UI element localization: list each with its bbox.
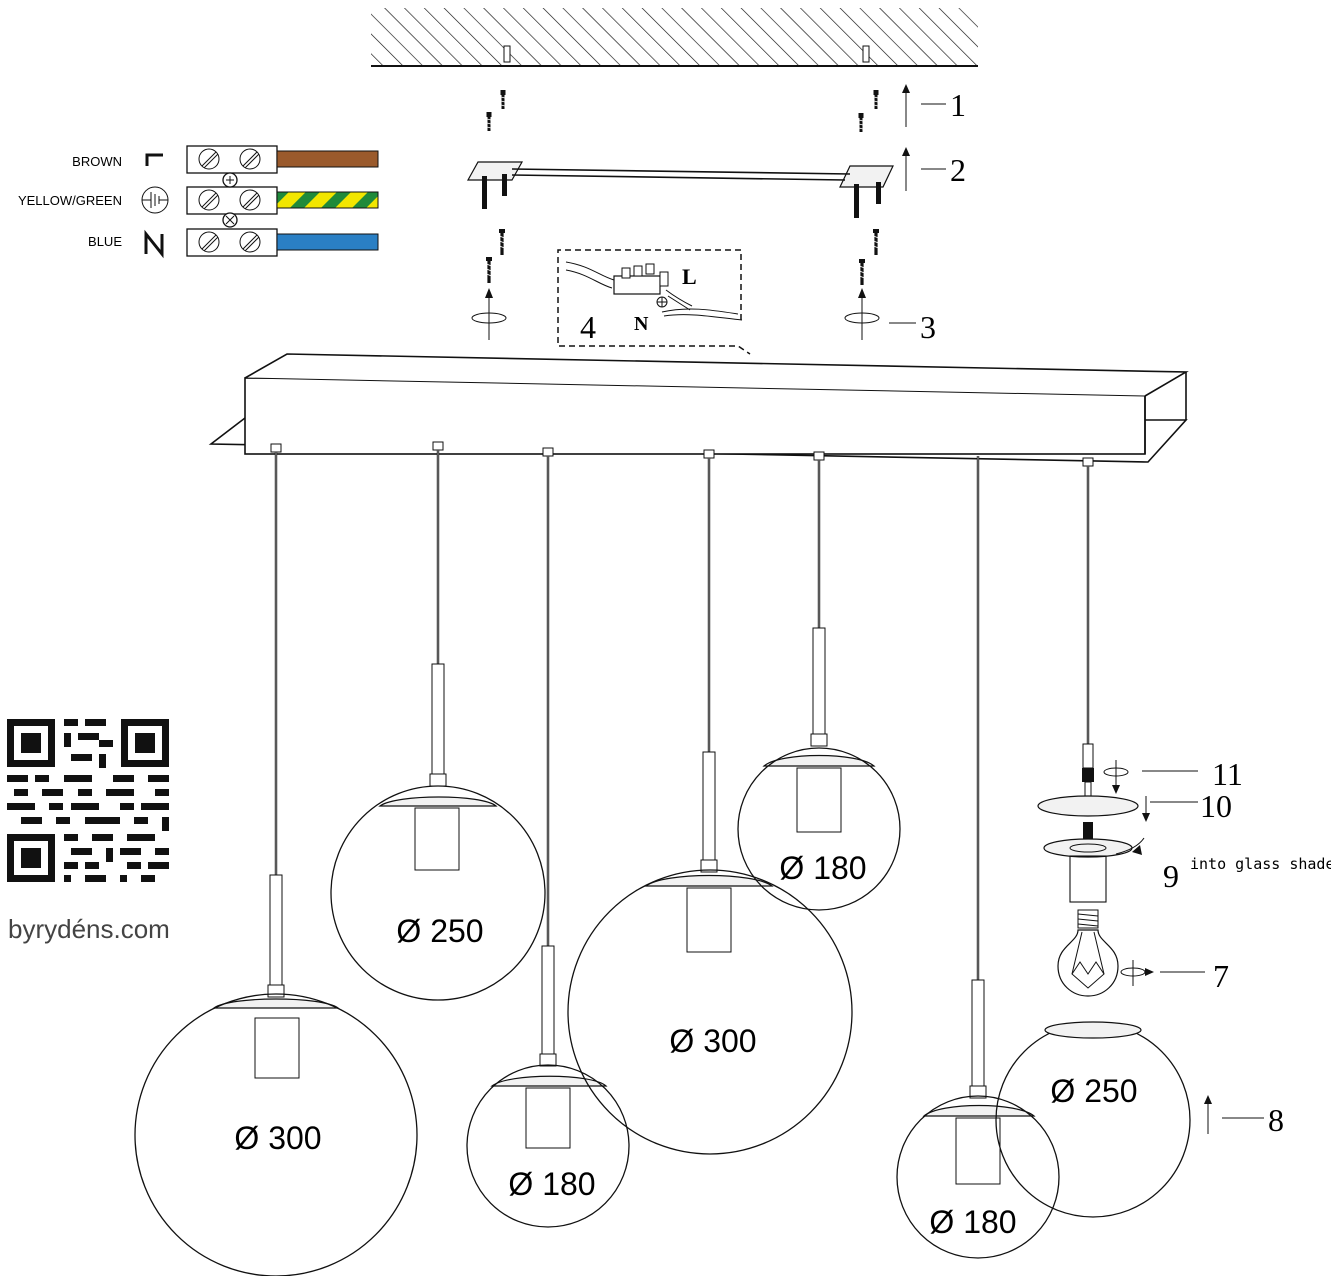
- twist-arrow-icon: [1115, 837, 1145, 855]
- terminal-strip: [186, 228, 278, 257]
- shade-opening: [1044, 1021, 1142, 1039]
- pendant-6: Ø 180: [896, 456, 1060, 1259]
- step-number-1: 1: [950, 87, 966, 123]
- terminal-strip: [186, 186, 278, 215]
- step-9-note: into glass shade: [1190, 855, 1331, 873]
- website-url: byrydéns.com: [8, 914, 170, 944]
- pendant-1: Ø 300: [134, 443, 418, 1276]
- shade-diameter-label: Ø 300: [669, 1023, 756, 1059]
- step-4-connection-inset: L N 4: [557, 249, 751, 355]
- wall-plug-left: [503, 45, 511, 63]
- step-number-9: 9: [1163, 858, 1179, 894]
- step-number-4: 4: [580, 309, 596, 345]
- neutral-symbol-icon: [144, 229, 164, 259]
- step-number-2: 2: [950, 152, 966, 188]
- pendant-4: Ø 300: [567, 449, 853, 1155]
- step-number-8: 8: [1268, 1102, 1284, 1138]
- wire-label-blue: BLUE: [88, 234, 122, 249]
- glass-shade: [567, 869, 853, 1155]
- step-number-7: 7: [1213, 958, 1229, 994]
- glass-shade: [466, 1064, 630, 1228]
- ceiling-cup: [1037, 795, 1139, 817]
- pendant-5: Ø 180: [737, 451, 901, 911]
- cord-grip: [1082, 768, 1094, 782]
- glass-shade: [330, 785, 546, 1001]
- shade-diameter-label: Ø 180: [779, 850, 866, 886]
- terminal-strip: [186, 145, 278, 174]
- glass-shade: [134, 993, 418, 1276]
- glass-shade: [995, 1022, 1191, 1218]
- terminal-block: [613, 275, 661, 295]
- step-number-10: 10: [1200, 788, 1232, 824]
- step-3-fixing-screws: 3: [471, 228, 936, 345]
- ceiling-canopy: [208, 353, 1189, 463]
- shade-diameter-label: Ø 250: [396, 913, 483, 949]
- inset-neutral-label: N: [634, 313, 649, 335]
- step-number-11: 11: [1212, 756, 1243, 792]
- shade-diameter-label: Ø 250: [1050, 1073, 1137, 1109]
- step-number-3: 3: [920, 309, 936, 345]
- ceiling: [371, 8, 978, 67]
- rotate-icon: [471, 312, 507, 324]
- glass-shade: [896, 1095, 1060, 1259]
- shade-diameter-label: Ø 180: [929, 1204, 1016, 1240]
- qr-code: [7, 719, 169, 882]
- wire-row-blue: BLUE: [88, 228, 379, 259]
- glass-shade: [737, 747, 901, 911]
- pendant-7-exploded: 11 10 9 into glass shade 7 Ø 250: [995, 457, 1331, 1218]
- bulb-icon: [1057, 909, 1119, 997]
- pendant-3: Ø 180: [466, 447, 630, 1228]
- wire-row-yellow-green: YELLOW/GREEN: [18, 172, 379, 228]
- yellow-green-wire: [276, 191, 379, 209]
- wire-label-brown: BROWN: [72, 154, 122, 169]
- wire-row-brown: BROWN: [72, 145, 379, 174]
- wiring-legend: BROWN YELLOW/GREEN BLUE: [18, 145, 379, 259]
- brown-wire: [276, 150, 379, 168]
- live-symbol-icon: [145, 153, 163, 166]
- shade-ring: [1043, 838, 1133, 858]
- inset-live-label: L: [682, 264, 697, 289]
- shade-diameter-label: Ø 180: [508, 1166, 595, 1202]
- blue-wire: [276, 233, 379, 251]
- wire-label-yellow-green: YELLOW/GREEN: [18, 193, 122, 208]
- lamp-socket: [1069, 855, 1107, 903]
- pendant-2: Ø 250: [330, 441, 546, 1001]
- step-1-screws: 1: [486, 84, 966, 133]
- wall-plug-right: [862, 45, 870, 63]
- shade-diameter-label: Ø 300: [234, 1120, 321, 1156]
- step-2-mounting-bracket: 2: [466, 147, 966, 218]
- rotate-icon: [844, 312, 880, 324]
